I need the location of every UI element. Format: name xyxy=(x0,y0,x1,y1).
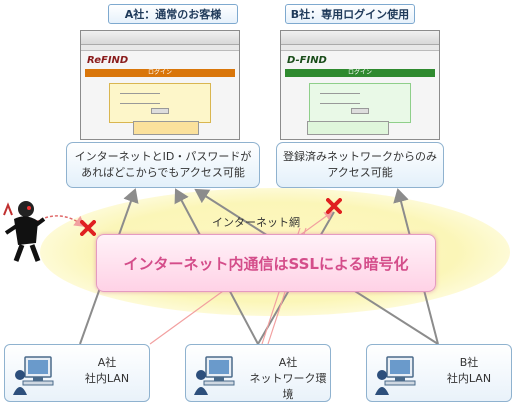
login-screenshot-b: D-FIND ログイン xyxy=(280,30,440,140)
panel-title-a: A社：通常のお客様 xyxy=(108,4,238,24)
password-field xyxy=(320,98,360,104)
site-label: A社 ネットワーク環境 xyxy=(248,355,328,403)
login-form xyxy=(109,83,211,123)
site-a-lan: A社 社内LAN xyxy=(4,344,150,402)
login-button xyxy=(351,108,369,114)
red-x-icon xyxy=(80,220,96,236)
browser-address-bar xyxy=(281,45,439,51)
login-form xyxy=(309,83,411,123)
dfind-logo: D-FIND xyxy=(287,55,327,66)
computer-user-icon xyxy=(194,356,235,395)
computer-user-icon xyxy=(375,356,416,395)
browser-address-bar xyxy=(81,45,239,51)
site-b-lan: B社 社内LAN xyxy=(366,344,512,402)
callout-a: インターネットとID・パスワードがあればどこからでもアクセス可能 xyxy=(66,142,260,188)
computer-user-icon xyxy=(13,356,54,395)
browser-toolbar xyxy=(81,31,239,45)
site-company: B社 xyxy=(459,356,479,369)
notice-box xyxy=(133,121,199,135)
site-network: 社内LAN xyxy=(446,372,492,385)
notice-box xyxy=(307,121,389,135)
red-x-icon xyxy=(326,198,342,214)
internet-label: インターネット網 xyxy=(212,216,300,229)
site-network: ネットワーク環境 xyxy=(249,372,327,401)
site-label: A社 社内LAN xyxy=(67,355,147,387)
ssl-encryption-box: インターネット内通信はSSLによる暗号化 xyxy=(96,234,436,292)
refind-logo: ReFIND xyxy=(87,55,129,66)
panel-title-b: B社：専用ログイン使用 xyxy=(285,4,415,24)
site-label: B社 社内LAN xyxy=(429,355,509,387)
login-screenshot-a: ReFIND ログイン xyxy=(80,30,240,140)
id-field xyxy=(320,88,360,94)
site-a-network: A社 ネットワーク環境 xyxy=(185,344,331,402)
site-company: A社 xyxy=(278,356,298,369)
attack-arrow xyxy=(35,215,86,227)
id-field xyxy=(120,88,160,94)
login-button xyxy=(151,108,169,114)
site-network: 社内LAN xyxy=(84,372,130,385)
password-field xyxy=(120,98,160,104)
callout-b: 登録済みネットワークからのみアクセス可能 xyxy=(276,142,444,188)
login-header-bar: ログイン xyxy=(85,69,235,77)
login-header-bar: ログイン xyxy=(285,69,435,77)
browser-toolbar xyxy=(281,31,439,45)
hacker-icon xyxy=(3,201,46,262)
site-company: A社 xyxy=(97,356,117,369)
